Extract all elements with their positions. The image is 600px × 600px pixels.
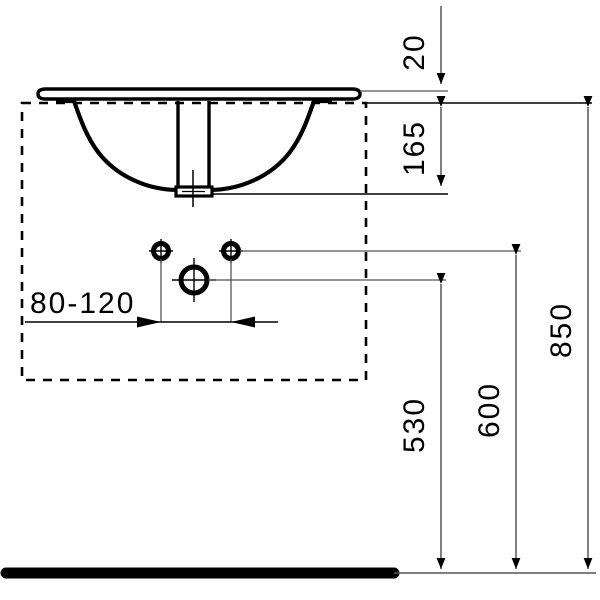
dimension-tap-hole-height: 600 — [473, 244, 521, 569]
dimension-label-20: 20 — [398, 33, 431, 70]
extension-lines — [208, 90, 592, 281]
dimension-overflow-height: 530 — [398, 273, 446, 569]
dimension-arrowhead-left — [137, 316, 161, 328]
dimension-rim-thickness: 20 — [398, 6, 446, 84]
washbasin-body — [36, 87, 362, 207]
countertop-outline-dashed — [20, 101, 368, 382]
dimension-label-600: 600 — [473, 382, 506, 438]
dimension-arrowhead-right — [231, 316, 255, 328]
dimension-label-165: 165 — [398, 120, 431, 176]
dimension-rim-height: 850 — [545, 96, 593, 569]
basin-bowl-profile — [55, 98, 333, 193]
basin-rim — [36, 87, 362, 101]
dimension-basin-depth: 165 — [398, 96, 446, 186]
dimension-tap-hole-spacing: 80-120 — [25, 287, 278, 328]
dimension-label-850: 850 — [545, 302, 578, 358]
dimension-label-80-120: 80-120 — [30, 287, 135, 320]
dimension-label-530: 530 — [398, 397, 431, 453]
tap-hole-group — [149, 239, 243, 322]
